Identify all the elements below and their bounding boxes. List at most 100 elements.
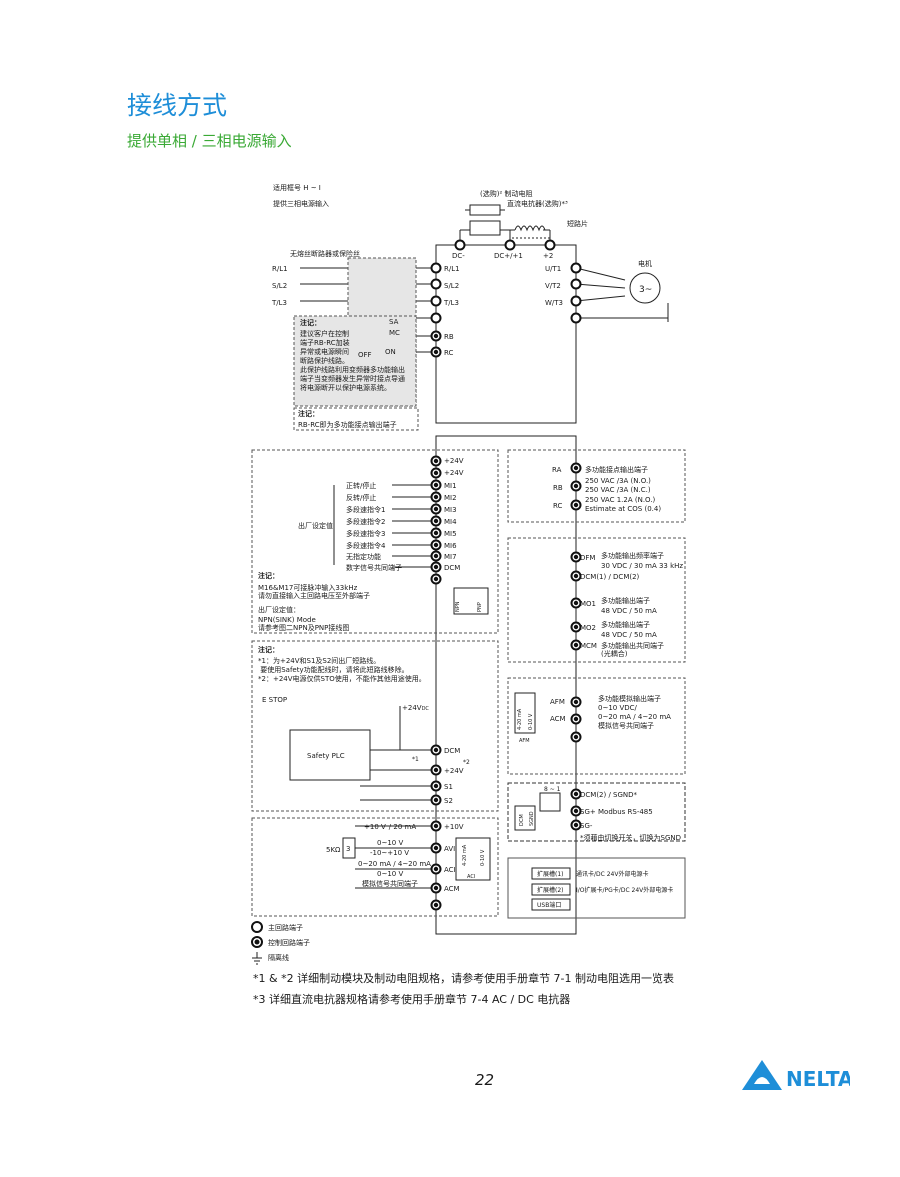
legend-control: 控制回路端子 xyxy=(268,938,310,947)
main-terminal-dot xyxy=(570,262,582,274)
safety-s2: S2 xyxy=(444,797,453,805)
digital-input-term: MI2 xyxy=(444,494,457,502)
control-terminal-core xyxy=(573,624,579,630)
short-bar-label: 短路片 xyxy=(567,219,588,228)
digital-input-fn: 数字信号共同端子 xyxy=(346,563,402,572)
avi-range-2: -10~+10 V xyxy=(370,849,409,857)
control-terminal-core xyxy=(573,642,579,648)
dc-plus-label: DC+/+1 xyxy=(494,252,523,260)
legend-shield: 隔离线 xyxy=(268,953,289,962)
dfm-label: DFM xyxy=(580,554,595,562)
relay-l2: 250 VAC /3A (N.C.) xyxy=(585,486,651,494)
main-terminal-dot xyxy=(430,312,442,324)
control-terminal-core xyxy=(433,494,439,500)
brand-text: NELTA xyxy=(786,1067,850,1091)
analog-output-area xyxy=(507,677,686,775)
page-subtitle: 提供单相 / 三相电源输入 xyxy=(127,132,292,150)
terminal-s: S/L2 xyxy=(444,282,459,290)
motor-label: 电机 xyxy=(638,259,652,268)
dfm-desc: 多功能输出频率端子 xyxy=(601,551,664,560)
usb-port: USB端口 xyxy=(537,901,561,909)
main-terminal-dot xyxy=(430,262,442,274)
terminal-t: T/L3 xyxy=(443,299,459,307)
afm-desc: 多功能模拟输出端子 xyxy=(598,694,661,703)
mcm-label: MCM xyxy=(580,642,597,650)
factory-label: 出厂设定值 xyxy=(298,521,333,530)
safety-area xyxy=(251,640,499,812)
mo1-desc: 多功能输出端子 xyxy=(601,596,650,605)
comm-note: *须藉由切换开关，切换为SGND xyxy=(580,833,681,842)
control-terminal-core xyxy=(573,502,579,508)
safety-24v: +24V xyxy=(444,767,464,775)
control-terminal-core xyxy=(433,845,439,851)
digital-input-fn: 正转/停止 xyxy=(346,481,376,490)
digital-input-fn: 无指定功能 xyxy=(346,552,381,561)
main-terminal-dot xyxy=(504,239,516,251)
safety-plc-box xyxy=(289,729,371,781)
relay-ra: RA xyxy=(552,466,562,474)
analog-10v-label: +10 V/ 20 mA xyxy=(364,823,416,831)
estop-label: E STOP xyxy=(262,696,287,704)
supply-label: 提供三相电源输入 xyxy=(273,199,329,208)
note2-title: 注记： xyxy=(298,409,319,418)
slot1-desc: 通讯卡/DC 24V外部电源卡 xyxy=(576,870,648,878)
brake-resistor-box xyxy=(469,204,501,216)
control-terminal-core xyxy=(433,823,439,829)
main-terminal-dot xyxy=(570,295,582,307)
brake-resistor-label: (选购)² 制动电阻 xyxy=(480,189,533,198)
digital-input-term: MI6 xyxy=(444,542,457,550)
comm-sw-sgnd: SGND xyxy=(529,811,535,826)
aci-sw-name: ACI xyxy=(467,874,475,880)
afm-sw-left: 4-20 mA xyxy=(517,708,523,730)
digital-input-fn: 多段速指令4 xyxy=(346,541,386,550)
footnote-1: *1 & *2 详细制动模块及制动电阻规格，请参考使用手册章节 7-1 制动电阻… xyxy=(253,972,675,985)
digital-input-fn: 多段速指令3 xyxy=(346,529,385,538)
afm-sw-right: 0-10 V xyxy=(528,713,534,730)
output-u: U/T1 xyxy=(545,265,561,273)
control-terminal-core xyxy=(433,767,439,773)
relay-l4: Estimate at COS (0.4) xyxy=(585,505,661,513)
aci-range: 0~20 mA / 4~20 mA xyxy=(358,860,431,868)
digital-input-term: MI3 xyxy=(444,506,457,514)
control-terminal-core xyxy=(433,482,439,488)
digital-input-term: MI1 xyxy=(444,482,457,490)
analog-input-area xyxy=(251,817,499,917)
afm-common: 模拟信号共同端子 xyxy=(598,721,654,730)
control-terminal-core xyxy=(573,808,579,814)
slot2-desc: I/O扩展卡/PG卡/DC 24V外部电源卡 xyxy=(576,886,673,894)
expansion-area xyxy=(507,857,686,919)
legend-shield-icon xyxy=(252,952,262,965)
aci-range-2: 0~10 V xyxy=(377,870,403,878)
control-terminal-core xyxy=(573,573,579,579)
model-label: 适用框号 H ~ I xyxy=(273,183,321,192)
control-terminal-core xyxy=(433,542,439,548)
analog-common: 模拟信号共同端子 xyxy=(362,879,418,888)
relay-title: 多功能接点输出端子 xyxy=(585,465,648,474)
aci-switch xyxy=(455,837,491,881)
npn-label: NPN xyxy=(455,601,461,612)
motor-circle xyxy=(629,272,661,304)
comm-dcm: DCM(2) / SGND* xyxy=(580,791,638,799)
comm-sw-dcm: DCM xyxy=(519,814,525,826)
control-terminal-core xyxy=(433,553,439,559)
mo2-spec: 48 VDC / 50 mA xyxy=(601,631,657,639)
relay-l1: 250 VAC /3A (N.O.) xyxy=(585,477,651,485)
control-terminal-core xyxy=(573,699,579,705)
main-terminal-dot xyxy=(430,278,442,290)
output-w: W/T3 xyxy=(545,299,563,307)
input-s: S/L2 xyxy=(272,282,287,290)
digital-input-fn: 多段速指令2 xyxy=(346,517,385,526)
control-terminal-core xyxy=(433,530,439,536)
main-terminal-dot xyxy=(570,312,582,324)
digital-input-term: DCM xyxy=(444,564,460,572)
terminal-acm: ACM xyxy=(444,885,460,893)
terminal-aci: ACI xyxy=(444,866,456,874)
delta-logo: NELTA xyxy=(742,1060,850,1091)
off-label: OFF xyxy=(358,351,372,359)
control-terminal-core xyxy=(433,506,439,512)
relay-l3: 250 VAC 1.2A (N.O.) xyxy=(585,496,655,504)
mark1: *1 xyxy=(412,756,419,763)
footnotes: *1 & *2 详细制动模块及制动电阻规格，请参考使用手册章节 7-1 制动电阻… xyxy=(253,968,674,1010)
mo1-label: MO1 xyxy=(580,600,596,608)
